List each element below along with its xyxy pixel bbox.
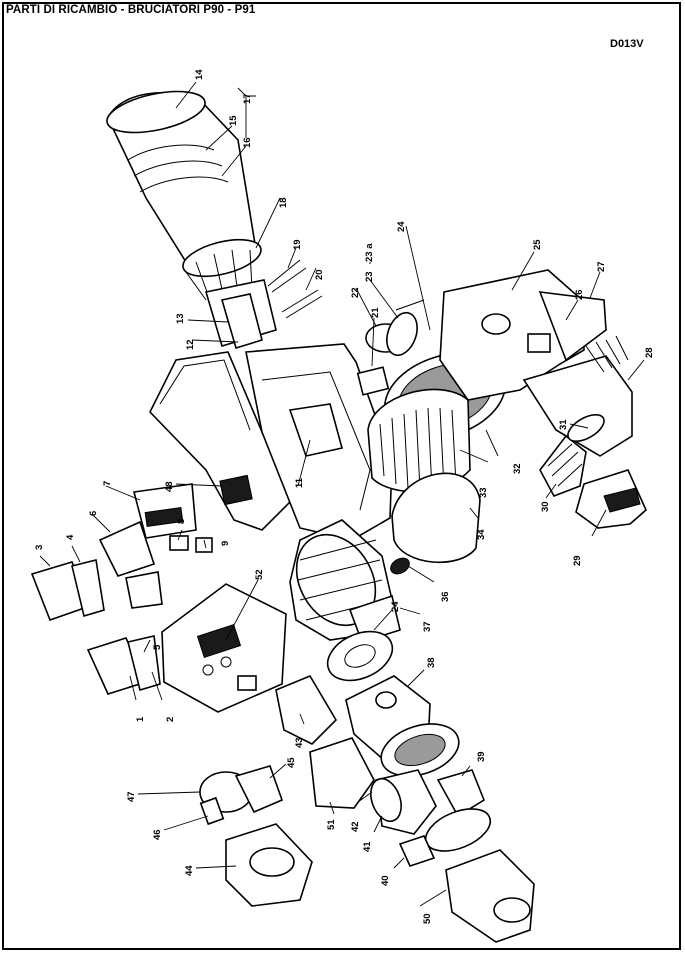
- callout-28: 28: [644, 347, 655, 358]
- callout-42: 42: [350, 821, 361, 832]
- callout-23a: 23 a: [364, 243, 375, 262]
- callout-15: 15: [228, 115, 239, 126]
- callout-39: 39: [476, 751, 487, 762]
- callout-51: 51: [326, 819, 337, 830]
- callout-29: 29: [572, 555, 583, 566]
- callout-12: 12: [185, 339, 196, 350]
- servomotor: [539, 413, 647, 529]
- callout-44: 44: [184, 865, 195, 876]
- callout-16: 16: [242, 137, 253, 148]
- callout-2: 2: [165, 717, 176, 722]
- callout-33: 33: [478, 487, 489, 498]
- pressure-switch: [398, 835, 436, 867]
- electrical-components: [30, 483, 287, 713]
- callout-25: 25: [532, 239, 543, 250]
- callout-36: 36: [440, 591, 451, 602]
- callout-8: 8: [176, 519, 187, 524]
- callout-50: 50: [422, 913, 433, 924]
- callout-24-mid: 24: [390, 601, 401, 612]
- gas-valve-group: [199, 765, 313, 907]
- callout-6: 6: [88, 511, 99, 516]
- drawing-code: D013V: [610, 38, 644, 50]
- callout-20: 20: [314, 269, 325, 280]
- fan-housing: [149, 343, 393, 541]
- air-damper-housing: [439, 269, 633, 457]
- callout-21: 21: [370, 307, 381, 318]
- callout-43: 43: [294, 737, 305, 748]
- callout-19: 19: [292, 239, 303, 250]
- callout-52: 52: [254, 569, 265, 580]
- callout-labels: 1 2 3 4 5 6 7 8 9 11 12 13 14 15 16 17 1…: [34, 69, 655, 924]
- callout-41: 41: [362, 841, 373, 852]
- callout-45: 45: [286, 757, 297, 768]
- callout-37: 37: [422, 621, 433, 632]
- callout-5: 5: [152, 644, 163, 650]
- callout-4: 4: [65, 534, 76, 540]
- callout-1: 1: [135, 716, 146, 722]
- callout-13: 13: [175, 313, 186, 324]
- motor: [289, 519, 410, 643]
- callout-24-top: 24: [396, 221, 407, 232]
- callout-26: 26: [574, 289, 585, 300]
- callout-30: 30: [540, 501, 551, 512]
- blast-tube-assembly: [106, 90, 277, 350]
- callout-27: 27: [596, 261, 607, 272]
- callout-11: 11: [294, 477, 305, 488]
- callout-22: 22: [350, 287, 361, 298]
- callout-3: 3: [34, 545, 45, 550]
- callout-23: 23: [364, 271, 375, 282]
- callout-14: 14: [194, 69, 205, 80]
- callout-48: 48: [164, 481, 175, 492]
- callout-40: 40: [380, 875, 391, 886]
- callout-47: 47: [126, 791, 137, 802]
- callout-18: 18: [278, 197, 289, 208]
- callout-7: 7: [102, 481, 113, 486]
- callout-34: 34: [476, 529, 487, 540]
- ignition-components: [267, 259, 425, 396]
- gas-train: [275, 630, 535, 943]
- callout-17: 17: [242, 93, 253, 104]
- callout-46: 46: [152, 829, 163, 840]
- page-title: PARTI DI RICAMBIO - BRUCIATORI P90 - P91: [6, 4, 256, 16]
- callout-38: 38: [426, 657, 437, 668]
- callout-32: 32: [512, 463, 523, 474]
- callout-31: 31: [558, 419, 569, 430]
- callout-9: 9: [220, 541, 231, 546]
